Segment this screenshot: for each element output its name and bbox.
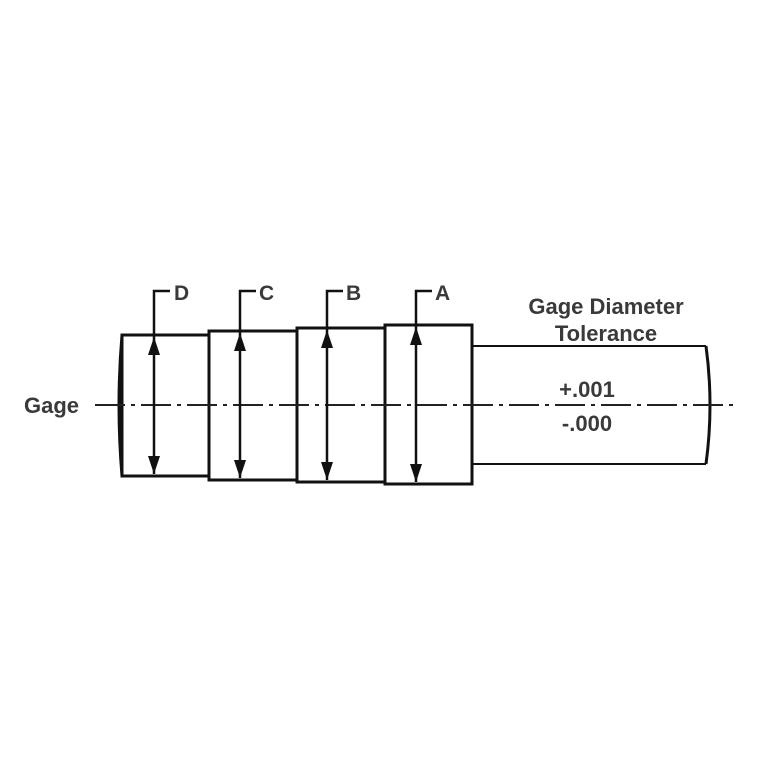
dimension-arrow-c xyxy=(234,289,256,478)
dimension-arrow-d xyxy=(148,289,170,474)
dimension-arrow-b xyxy=(321,289,343,480)
tolerance-minus-value: -.000 xyxy=(562,411,612,436)
tolerance-plus-value: +.001 xyxy=(559,377,615,402)
section-label-d: D xyxy=(174,282,189,305)
tolerance-title-line1: Gage Diameter xyxy=(528,294,684,319)
section-label-c: C xyxy=(259,282,274,305)
dimension-arrow-a xyxy=(410,289,432,482)
gage-label: Gage xyxy=(24,393,79,418)
section-label-b: B xyxy=(346,282,361,305)
section-label-a: A xyxy=(435,282,450,305)
tolerance-title-line2: Tolerance xyxy=(555,321,657,346)
